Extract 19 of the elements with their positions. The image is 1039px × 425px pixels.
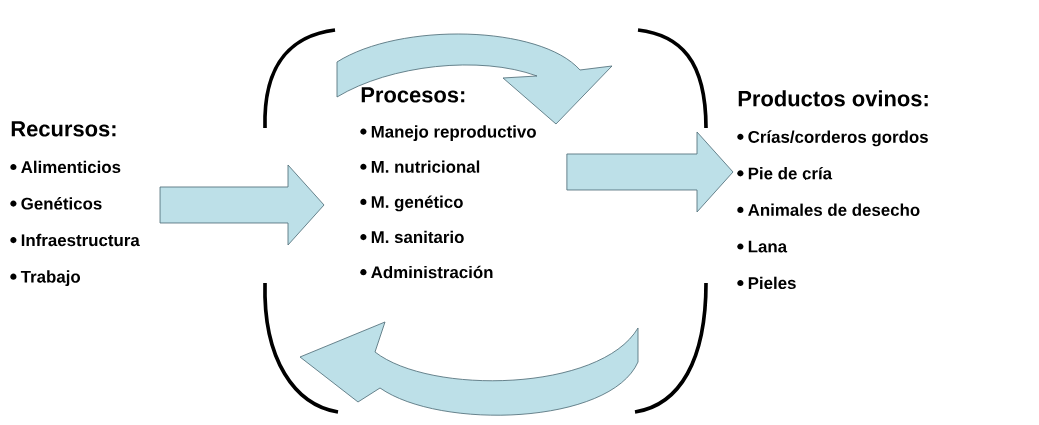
heading: Procesos: (361, 87, 465, 103)
heading: Recursos: (11, 121, 116, 137)
bullet-item: Alimenticios (10, 160, 121, 174)
bullet-item: Animales de desecho (737, 203, 920, 216)
bullet-item: M. genético (360, 195, 463, 212)
heading: Productos ovinos: (738, 90, 928, 107)
bullet-item: Lana (737, 240, 788, 253)
block-arrow (159, 164, 325, 246)
block-arrow (566, 131, 734, 213)
bullet-item: M. nutricional (360, 160, 480, 173)
bullet-item: Manejo reproductivo (360, 125, 536, 141)
bullet-item: Crías/corderos gordos (737, 130, 928, 147)
bullet-item: Pieles (737, 276, 796, 290)
bullet-item: Infraestructura (10, 233, 140, 247)
bullet-item: Genéticos (10, 197, 102, 210)
bullet-item: Trabajo (10, 270, 81, 287)
bullet-item: Pie de cría (737, 166, 833, 180)
bullet-item: M. sanitario (360, 230, 464, 244)
bullet-item: Administración (360, 265, 493, 279)
